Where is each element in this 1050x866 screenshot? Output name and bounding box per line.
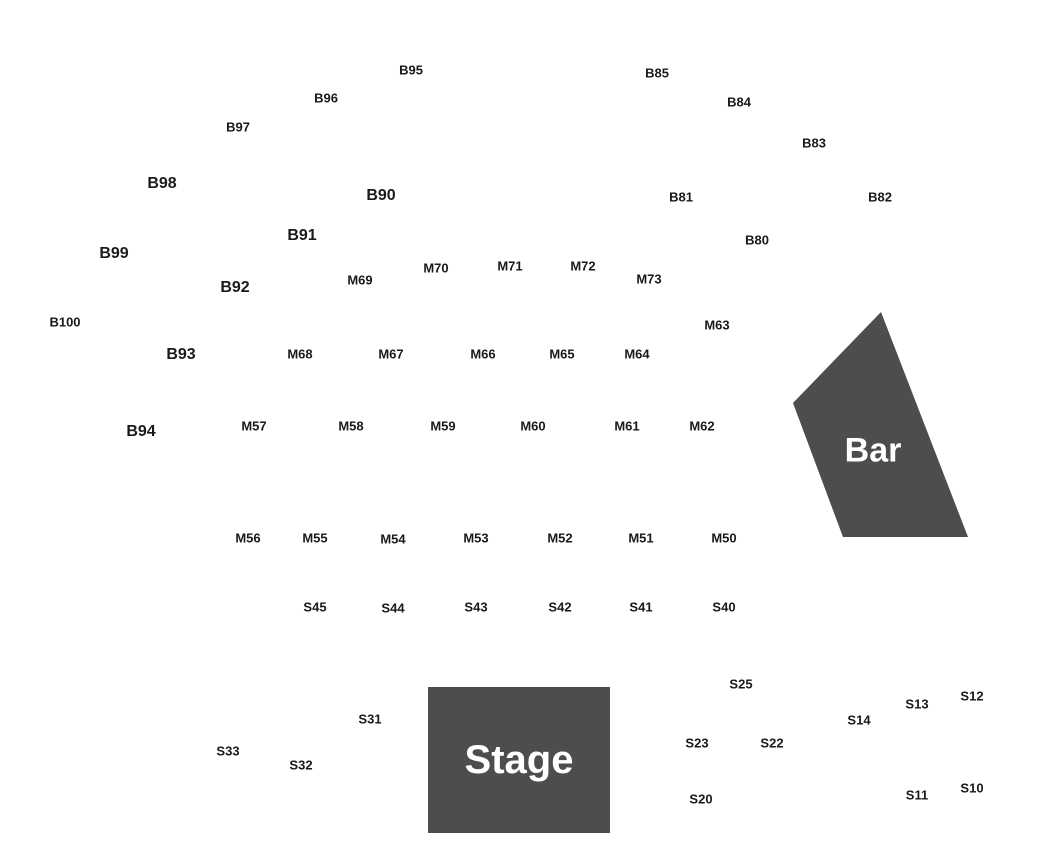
table-m67[interactable]: M67 <box>378 346 404 362</box>
table-s41[interactable]: S41 <box>629 599 653 615</box>
table-b83[interactable]: B83 <box>802 135 826 151</box>
table-s31[interactable]: S31 <box>358 711 382 727</box>
table-m51[interactable]: M51 <box>628 530 654 546</box>
table-m57[interactable]: M57 <box>241 418 267 434</box>
table-m70[interactable]: M70 <box>423 260 449 276</box>
table-s32[interactable]: S32 <box>289 757 313 773</box>
table-m50[interactable]: M50 <box>711 530 737 546</box>
table-s10[interactable]: S10 <box>960 780 984 796</box>
table-s14[interactable]: S14 <box>847 712 871 728</box>
stage-label: Stage <box>464 737 574 782</box>
table-s22[interactable]: S22 <box>760 735 784 751</box>
table-s40[interactable]: S40 <box>712 599 736 615</box>
table-m63[interactable]: M63 <box>704 317 730 333</box>
table-m59[interactable]: M59 <box>430 418 456 434</box>
table-s13[interactable]: S13 <box>905 696 929 712</box>
table-b90[interactable]: B90 <box>366 187 396 204</box>
table-b95[interactable]: B95 <box>399 62 423 78</box>
table-s20[interactable]: S20 <box>689 791 713 807</box>
table-s42[interactable]: S42 <box>548 599 572 615</box>
table-b97[interactable]: B97 <box>226 119 250 135</box>
table-m69[interactable]: M69 <box>347 272 373 288</box>
table-s44[interactable]: S44 <box>381 600 405 616</box>
table-b100[interactable]: B100 <box>49 314 81 330</box>
table-m68[interactable]: M68 <box>287 346 313 362</box>
table-m64[interactable]: M64 <box>624 346 650 362</box>
table-m62[interactable]: M62 <box>689 418 715 434</box>
table-b81[interactable]: B81 <box>669 189 693 205</box>
table-m66[interactable]: M66 <box>470 346 496 362</box>
table-m73[interactable]: M73 <box>636 271 662 287</box>
table-s23[interactable]: S23 <box>685 735 709 751</box>
table-s25[interactable]: S25 <box>729 676 753 692</box>
table-m55[interactable]: M55 <box>302 530 328 546</box>
table-m53[interactable]: M53 <box>463 530 489 546</box>
table-m71[interactable]: M71 <box>497 258 523 274</box>
table-b92[interactable]: B92 <box>220 279 250 296</box>
table-m60[interactable]: M60 <box>520 418 546 434</box>
table-b93[interactable]: B93 <box>166 346 196 363</box>
table-b94[interactable]: B94 <box>126 423 156 440</box>
table-b91[interactable]: B91 <box>287 227 317 244</box>
table-m52[interactable]: M52 <box>547 530 573 546</box>
table-s45[interactable]: S45 <box>303 599 327 615</box>
table-b96[interactable]: B96 <box>314 90 338 106</box>
table-m58[interactable]: M58 <box>338 418 364 434</box>
table-m72[interactable]: M72 <box>570 258 596 274</box>
table-b99[interactable]: B99 <box>99 245 129 262</box>
bar-label: Bar <box>844 431 902 470</box>
table-m56[interactable]: M56 <box>235 530 261 546</box>
table-b98[interactable]: B98 <box>147 175 177 192</box>
table-m65[interactable]: M65 <box>549 346 575 362</box>
table-s11[interactable]: S11 <box>905 787 929 803</box>
table-b80[interactable]: B80 <box>745 232 769 248</box>
stage-area: Stage <box>428 687 610 833</box>
table-m54[interactable]: M54 <box>380 531 406 547</box>
table-s43[interactable]: S43 <box>464 599 488 615</box>
table-b84[interactable]: B84 <box>727 94 751 110</box>
table-s33[interactable]: S33 <box>216 743 240 759</box>
table-s12[interactable]: S12 <box>960 688 984 704</box>
table-m61[interactable]: M61 <box>614 418 640 434</box>
table-b82[interactable]: B82 <box>868 189 892 205</box>
table-b85[interactable]: B85 <box>645 65 669 81</box>
